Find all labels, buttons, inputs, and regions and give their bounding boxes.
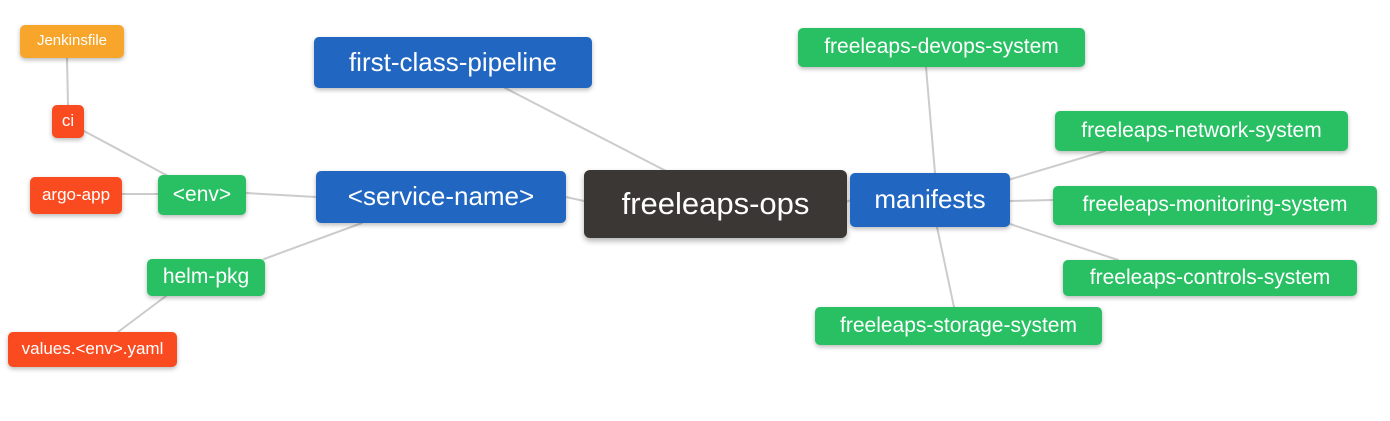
node-freeleaps-network-system[interactable]: freeleaps-network-system xyxy=(1055,111,1348,151)
edge-helm-pkg-to-service-name xyxy=(263,222,363,260)
node-freeleaps-ops[interactable]: freeleaps-ops xyxy=(584,170,847,238)
node-jenkinsfile[interactable]: Jenkinsfile xyxy=(20,25,124,58)
node-first-class-pipeline[interactable]: first-class-pipeline xyxy=(314,37,592,88)
node-manifests[interactable]: manifests xyxy=(850,173,1010,227)
node-ci[interactable]: ci xyxy=(52,105,84,138)
node-helm-pkg[interactable]: helm-pkg xyxy=(147,259,265,296)
edge-manifests-to-freeleaps-monitoring-system xyxy=(1009,199,1054,202)
edge-first-class-pipeline-to-freeleaps-ops xyxy=(504,87,669,173)
node-label: values.<env>.yaml xyxy=(21,339,164,358)
node-argo-app[interactable]: argo-app xyxy=(30,177,122,214)
node-label: argo-app xyxy=(41,185,111,204)
edge-manifests-to-freeleaps-controls-system xyxy=(1009,223,1119,261)
node-values-env-yaml[interactable]: values.<env>.yaml xyxy=(8,332,177,367)
edge-values-env-yaml-to-helm-pkg xyxy=(117,295,167,333)
node-freeleaps-monitoring-system[interactable]: freeleaps-monitoring-system xyxy=(1053,186,1377,225)
node-label: freeleaps-ops xyxy=(621,185,810,221)
edge-manifests-to-freeleaps-devops-system xyxy=(925,66,936,174)
edge-jenkinsfile-to-ci xyxy=(66,57,69,106)
node-freeleaps-storage-system[interactable]: freeleaps-storage-system xyxy=(815,307,1102,345)
node-label: helm-pkg xyxy=(162,265,250,288)
edge-manifests-to-freeleaps-network-system xyxy=(1007,150,1106,181)
node-label: freeleaps-devops-system xyxy=(824,35,1059,58)
node-label: manifests xyxy=(874,184,986,214)
node-label: Jenkinsfile xyxy=(36,32,108,49)
node-service-name[interactable]: <service-name> xyxy=(316,171,566,223)
node-label: freeleaps-network-system xyxy=(1081,118,1322,142)
edge-env-to-service-name xyxy=(245,192,317,198)
node-freeleaps-controls-system[interactable]: freeleaps-controls-system xyxy=(1063,260,1357,296)
node-label: freeleaps-monitoring-system xyxy=(1082,193,1348,216)
node-label: <env> xyxy=(172,182,232,206)
node-label: freeleaps-controls-system xyxy=(1089,265,1331,289)
edge-manifests-to-freeleaps-storage-system xyxy=(936,226,955,308)
node-label: first-class-pipeline xyxy=(348,46,558,77)
node-env[interactable]: <env> xyxy=(158,175,246,215)
node-label: freeleaps-storage-system xyxy=(840,313,1077,337)
node-freeleaps-devops-system[interactable]: freeleaps-devops-system xyxy=(798,28,1085,67)
edge-service-name-to-freeleaps-ops xyxy=(565,196,585,202)
edge-ci-to-env xyxy=(83,130,169,177)
node-label: ci xyxy=(61,111,75,130)
node-label: <service-name> xyxy=(347,181,535,211)
